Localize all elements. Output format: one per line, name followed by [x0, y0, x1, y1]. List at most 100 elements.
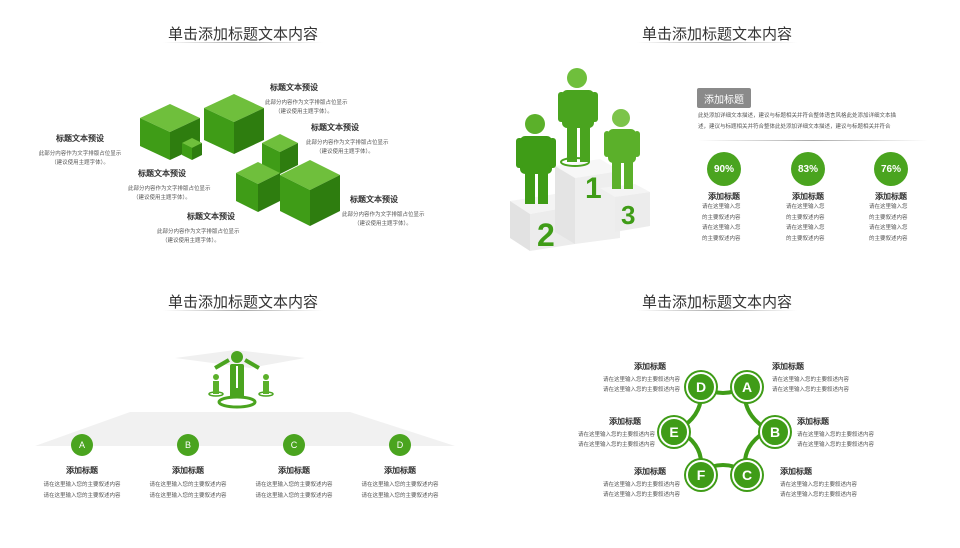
stat-line: 的主要叙述内容: [786, 235, 825, 242]
stat-line: 的主要叙述内容: [702, 235, 741, 242]
q4-item-right-mid: 添加标题 请在这里输入您的主要叙述内容 请在这里输入您的主要叙述内容: [797, 416, 897, 450]
leader-figure-icon: [214, 351, 260, 409]
stat-heading: 添加标题: [792, 192, 824, 201]
q4-item-line: 请在这里输入您的主要叙述内容: [797, 432, 875, 438]
q4-item-line: 请在这里输入您的主要叙述内容: [602, 482, 680, 488]
q4-title-underline: [637, 310, 797, 311]
q3-item-head: 添加标题: [384, 466, 416, 475]
q3-title: 单击添加标题文本内容: [167, 294, 318, 311]
q4-badge-d: D: [686, 372, 716, 402]
person-second-place: [516, 114, 556, 204]
q1-item-right-2: 标题文本预设 此部分内容作为文字排版占位显示 （建议使用主题字体）。: [342, 194, 452, 228]
q1-item-line: （建议使用主题字体）。: [354, 220, 412, 227]
q3-item-b: 添加标题 请在这里输入您的主要叙述内容 请在这里输入您的主要叙述内容: [138, 465, 238, 502]
q1-item-line: （建议使用主题字体）。: [51, 159, 109, 166]
q4-item-line: 请在这里输入您的主要叙述内容: [602, 377, 680, 383]
q1-item-title: 标题文本预设: [56, 134, 104, 143]
stat-percent-circle-2: 83%: [791, 152, 825, 186]
q3-item-a: 添加标题 请在这里输入您的主要叙述内容 请在这里输入您的主要叙述内容: [32, 465, 132, 502]
stat-percent-circle-3: 76%: [874, 152, 908, 186]
q4-title: 单击添加标题文本内容: [641, 294, 792, 311]
follower-figure-right-icon: [258, 374, 274, 397]
q4-item-line: 请在这里输入您的主要叙述内容: [772, 377, 850, 383]
q3-stage-illustration: [35, 350, 455, 446]
q1-item-line: 此部分内容作为文字排版占位显示: [128, 186, 211, 192]
q3-item-line: 请在这里输入您的主要叙述内容: [149, 493, 227, 499]
q4-item-head: 添加标题: [780, 467, 812, 476]
q3-item-head: 添加标题: [278, 466, 310, 475]
q3-letter-d: D: [389, 434, 411, 456]
stat-line: 请在这里输入您: [786, 204, 825, 210]
q4-item-line: 请在这里输入您的主要叙述内容: [602, 387, 680, 393]
q3-item-line: 请在这里输入您的主要叙述内容: [361, 493, 439, 499]
q1-item-right-1: 标题文本预设 此部分内容作为文字排版占位显示 （建议使用主题字体）。: [306, 122, 416, 156]
stat-body-1: 请在这里输入您 的主要叙述内容 请在这里输入您 的主要叙述内容: [702, 202, 762, 244]
cube-large-top-left: [140, 104, 200, 160]
stat-line: 的主要叙述内容: [786, 214, 825, 221]
q4-item-head: 添加标题: [772, 362, 804, 371]
q1-item-title: 标题文本预设: [350, 195, 398, 204]
q2-tag: 添加标题: [697, 88, 751, 108]
cube-large-bottom: [280, 160, 340, 226]
stat-heading: 添加标题: [875, 192, 907, 201]
q4-item-line: 请在这里输入您的主要叙述内容: [780, 482, 858, 488]
q3-item-head: 添加标题: [66, 466, 98, 475]
stat-line: 的主要叙述内容: [702, 214, 741, 221]
cube-medium-bottom: [236, 162, 280, 212]
q4-item-head: 添加标题: [634, 467, 666, 476]
stat-body-3: 请在这里输入您 的主要叙述内容 请在这里输入您 的主要叙述内容: [869, 202, 929, 244]
person-third-place: [604, 109, 640, 189]
q4-item-line: 请在这里输入您的主要叙述内容: [602, 492, 680, 498]
q4-badge-b: B: [760, 417, 790, 447]
q1-item-title: 标题文本预设: [270, 83, 318, 92]
q4-item-head: 添加标题: [634, 362, 666, 371]
stat-line: 的主要叙述内容: [869, 214, 908, 221]
q2-title-underline: [637, 42, 797, 43]
q2-podium-illustration: 1 2 3: [510, 68, 650, 253]
follower-figure-left-icon: [208, 374, 224, 397]
stat-line: 请在这里输入您: [702, 225, 741, 231]
q1-item-line: 此部分内容作为文字排版占位显示: [342, 212, 425, 218]
q3-item-head: 添加标题: [172, 466, 204, 475]
q1-title-underline: [163, 42, 323, 43]
q4-item-left-mid: 添加标题 请在这里输入您的主要叙述内容 请在这里输入您的主要叙述内容: [555, 416, 655, 450]
q3-item-line: 请在这里输入您的主要叙述内容: [255, 493, 333, 499]
q1-item-bottom-left: 标题文本预设 此部分内容作为文字排版占位显示 （建议使用主题字体）。: [157, 211, 267, 245]
q3-item-line: 请在这里输入您的主要叙述内容: [255, 482, 333, 488]
q4-item-line: 请在这里输入您的主要叙述内容: [797, 442, 875, 448]
q1-item-top-1: 标题文本预设 此部分内容作为文字排版占位显示 （建议使用主题字体）。: [265, 82, 375, 116]
stat-line: 请在这里输入您: [786, 225, 825, 231]
person-first-place: [558, 68, 598, 162]
q4-item-line: 请在这里输入您的主要叙述内容: [780, 492, 858, 498]
stat-heading: 添加标题: [708, 192, 740, 201]
q2-description: 此处添加详细文本描述，建议与标题相关并符合整体语言风格此处添加详细文本描 述，建…: [698, 111, 928, 133]
q3-letter-c: C: [283, 434, 305, 456]
q4-badge-e: E: [659, 417, 689, 447]
stat-percent-circle-1: 90%: [707, 152, 741, 186]
q4-item-head: 添加标题: [609, 417, 641, 426]
q1-item-line: （建议使用主题字体）。: [133, 194, 191, 201]
q3-item-line: 请在这里输入您的主要叙述内容: [43, 482, 121, 488]
q1-item-title: 标题文本预设: [311, 123, 359, 132]
q3-item-c: 添加标题 请在这里输入您的主要叙述内容 请在这里输入您的主要叙述内容: [244, 465, 344, 502]
q1-item-title: 标题文本预设: [187, 212, 235, 221]
stat-body-2: 请在这里输入您 的主要叙述内容 请在这里输入您 的主要叙述内容: [786, 202, 846, 244]
q3-item-d: 添加标题 请在这里输入您的主要叙述内容 请在这里输入您的主要叙述内容: [350, 465, 450, 502]
q3-letter-b: B: [177, 434, 199, 456]
q2-description-line: 述，建议与标题相关并符合整体此处添加详细文本描述，建议与标题相关并符合: [698, 124, 891, 130]
q1-item-line: （建议使用主题字体）。: [162, 237, 220, 244]
q1-title: 单击添加标题文本内容: [167, 26, 318, 43]
q1-item-line: 此部分内容作为文字排版占位显示: [306, 140, 389, 146]
q1-item-left-1: 标题文本预设 此部分内容作为文字排版占位显示 （建议使用主题字体）。: [30, 133, 130, 167]
q2-tag-label: 添加标题: [704, 94, 744, 106]
q2-description-line: 此处添加详细文本描述，建议与标题相关并符合整体语言风格此处添加详细文本描: [698, 113, 897, 119]
q3-title-underline: [163, 310, 323, 311]
q1-item-line: 此部分内容作为文字排版占位显示: [157, 229, 240, 235]
podium-number-2: 2: [537, 217, 555, 253]
q3-letter-a: A: [71, 434, 93, 456]
q3-item-line: 请在这里输入您的主要叙述内容: [149, 482, 227, 488]
q4-item-line: 请在这里输入您的主要叙述内容: [577, 442, 655, 448]
q4-badge-f: F: [686, 460, 716, 490]
q4-item-right-top: 添加标题 请在这里输入您的主要叙述内容 请在这里输入您的主要叙述内容: [772, 361, 872, 395]
cube-small: [182, 138, 202, 160]
